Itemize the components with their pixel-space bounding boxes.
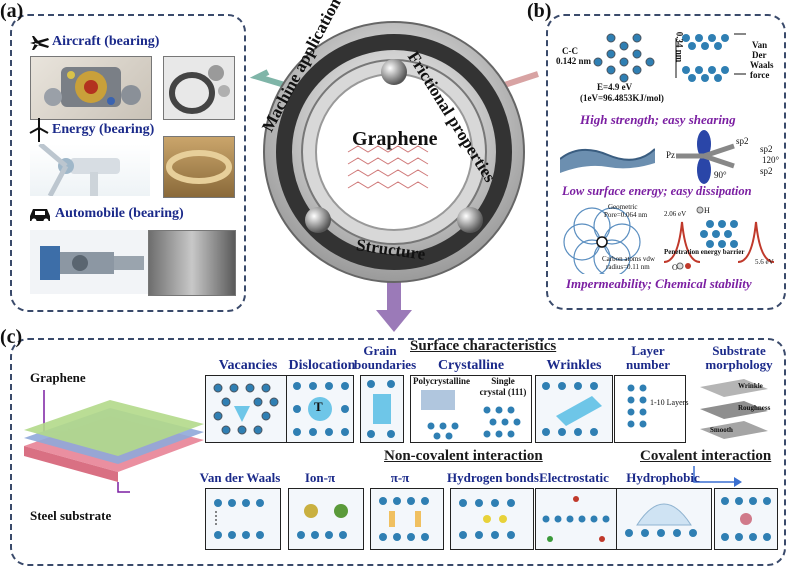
surface-characteristics-title: Surface characteristics [410,338,557,354]
pore-figure [563,207,641,274]
wind-turbine-photo [30,144,150,196]
airplane-icon [30,36,49,50]
substrate-morphology-title: Substrate morphology [705,343,773,372]
cc-length: 0.142 nm [556,56,592,66]
dislocation-thumb [286,375,354,443]
panel-c-label: (c) [0,326,23,348]
cc-label: C-C [562,46,578,56]
automobile-title: Automobile (bearing) [55,206,184,221]
wind-turbine-icon [29,118,49,142]
dislocation-mark: T [314,399,323,414]
car-icon [30,209,50,224]
orbital-figure [676,130,735,184]
orbital-sp2-a: sp2 [736,136,749,146]
caption-impermeability: Impermeability; Chemical stability [566,276,752,291]
vdw-label-3: Waals [750,60,774,70]
caption-low-surface-energy: Low surface energy; easy dissipation [562,184,752,198]
layer-number-title: Layer number [625,343,671,372]
hydrogen-bonds-thumb [450,488,534,550]
layer-number-thumb [614,375,686,443]
geometric-pore: Pore=0.064 nm [604,211,648,219]
morph-roughness-label: Roughness [738,404,771,412]
ion-pi-title: Ion-π [304,470,336,485]
vdw-label-1: Van [752,40,768,50]
polycrystalline-label: Polycrystalline [413,376,470,386]
electrostatic-thumb [535,488,617,550]
graphene-stack-figure [24,390,204,493]
shear-sheet-figure [559,135,656,177]
barrier-5eV: 5.6 eV [755,258,774,266]
covalent-thumb [714,488,778,550]
grain-boundaries-thumb [360,375,404,443]
aircraft-engine-photo [30,56,152,120]
geometric-label: Geometric [608,203,638,211]
orbital-pz: Pz [666,150,675,160]
oxygen-label: O [672,263,678,272]
vdw-label-4: force [750,70,770,80]
orbital-angle-120: 120° [762,155,780,165]
single-crystal-label: Single crystal (111) [479,376,527,397]
morph-smooth-label: Smooth [710,426,733,434]
vdw-radius-2: radius=0.11 nm [606,263,650,271]
dislocation-title: Dislocation [288,358,356,373]
interlayer-spacing: 0.34 nm [674,31,685,63]
hydrophobic-title: Hydrophobic [626,470,700,485]
vdw-radius-1: Carbon atoms vdw [602,255,655,263]
electrostatic-title: Electrostatic [539,470,609,485]
orbital-angle-90: 90° [714,170,727,180]
hydrogen-bonds-title: Hydrogen bonds [447,470,539,485]
energy-title: Energy (bearing) [52,122,155,137]
vacancies-thumb [205,375,287,443]
panel-a-label: (a) [0,0,24,22]
energy-barrier-figure [663,206,775,270]
substrate-morphology-thumb [694,375,774,441]
hydrophobic-thumb [616,488,712,550]
bearing-photo-3 [148,230,236,296]
center-title: Graphene [352,128,438,150]
vdw-title: Van der Waals [199,470,281,485]
barrier-2eV: 2.06 eV [664,210,687,218]
steel-substrate-label: Steel substrate [30,508,112,523]
graphene-label: Graphene [30,370,86,385]
crystalline-thumb [410,375,532,443]
vacancies-title: Vacancies [218,358,278,373]
aircraft-title: Aircraft (bearing) [52,34,160,49]
penetration-barrier-label: Penetration energy barrier [664,248,745,256]
bearing-photo-2 [163,136,235,198]
covalent-title: Covalent interaction [640,448,772,464]
orbital-sp2-b: sp2 [760,144,773,154]
unit-conversion: (1eV=96.4853KJ/mol) [580,93,664,103]
center-ring-diagram [249,21,539,332]
pi-pi-title: π-π [390,470,410,485]
noncovalent-title: Non-covalent interaction [384,448,543,464]
vdw-label-2: Der [752,50,767,60]
covalent-arrow [693,466,742,487]
caption-high-strength: High strength; easy shearing [580,112,736,127]
layer-count-note: 1-10 Layers [650,398,689,407]
grain-boundaries-title: Grain boundaries [354,343,417,372]
pi-pi-thumb [370,488,444,550]
vdw-thumb [205,488,281,550]
orbital-sp2-c: sp2 [760,166,773,176]
wrinkles-thumb [535,375,613,443]
hydrogen-label: H [704,206,710,215]
crystalline-title: Crystalline [437,358,505,373]
wheel-hub-photo [30,230,150,294]
wrinkles-title: Wrinkles [546,358,602,373]
ion-pi-thumb [288,488,364,550]
graphene-bond-figure [593,33,746,83]
bearing-photo-1 [163,56,235,120]
panel-b-label: (b) [527,0,552,22]
energy-value: E=4.9 eV [597,82,633,92]
morph-wrinkle-label: Wrinkle [738,382,763,390]
